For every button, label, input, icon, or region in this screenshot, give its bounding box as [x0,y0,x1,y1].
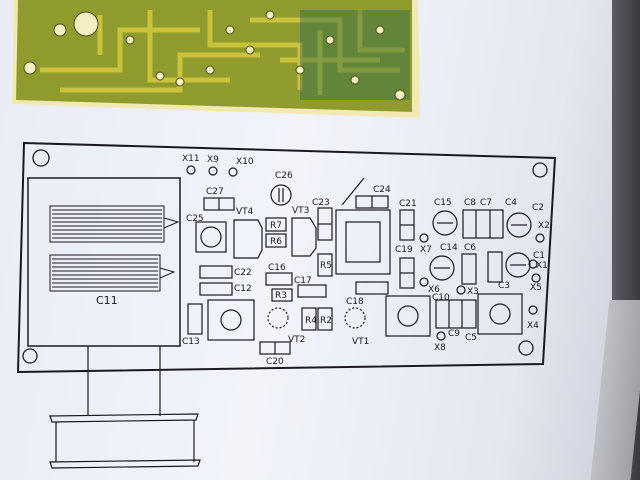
label-c1: C1 [533,251,545,261]
label-r6: R6 [270,237,282,247]
label-r2: R2 [320,316,332,326]
label-c19: C19 [395,245,413,255]
label-c26: C26 [275,171,293,181]
stand-drawing [49,346,201,469]
label-c6: C6 [464,243,476,253]
label-c2: C2 [532,203,544,213]
label-x5: X5 [530,283,542,293]
label-c11: C11 [96,294,118,307]
label-c16: C16 [268,263,286,273]
label-c7: C7 [480,198,492,208]
label-c15: C15 [434,198,452,208]
label-c5: C5 [465,333,477,343]
label-c23: C23 [312,198,330,208]
label-c27: C27 [206,187,224,197]
label-c25: C25 [186,214,204,224]
label-c8: C8 [464,198,476,208]
label-r4: R4 [305,316,317,326]
label-vt2: VT2 [288,335,305,345]
label-c13: C13 [182,337,200,347]
label-r5: R5 [320,261,332,271]
label-c22: C22 [234,268,252,278]
label-c21: C21 [399,199,417,209]
label-c3: C3 [498,281,510,291]
label-c9: C9 [448,329,460,339]
label-vt1: VT1 [352,337,369,347]
label-x10: X10 [236,157,254,167]
pcb-photo [12,0,420,118]
label-x9: X9 [207,155,219,165]
label-c20: C20 [266,357,284,367]
label-vt4: VT4 [236,207,254,217]
label-x11: X11 [182,154,200,164]
components [186,165,545,355]
label-c17: C17 [294,276,312,286]
label-vt3: VT3 [292,206,309,216]
label-c12: C12 [234,284,252,294]
component-c11 [27,177,181,347]
label-c24: C24 [373,185,391,195]
board-diagram [16,141,557,374]
component-labels: X11 X9 X10 C26 C27 C24 C25 VT4 VT3 C23 R… [96,154,550,367]
label-x3: X3 [467,287,479,297]
label-x7: X7 [420,245,432,255]
label-c14: C14 [440,243,458,253]
label-x2: X2 [538,221,550,231]
label-c18: C18 [346,297,364,307]
label-x8: X8 [434,343,446,353]
label-x4: X4 [527,321,539,331]
label-c4: C4 [505,198,517,208]
label-r3: R3 [275,291,287,301]
label-c10: C10 [432,293,450,303]
label-x1: X1 [536,261,548,271]
label-x6: X6 [428,285,440,295]
label-r7: R7 [270,221,282,231]
